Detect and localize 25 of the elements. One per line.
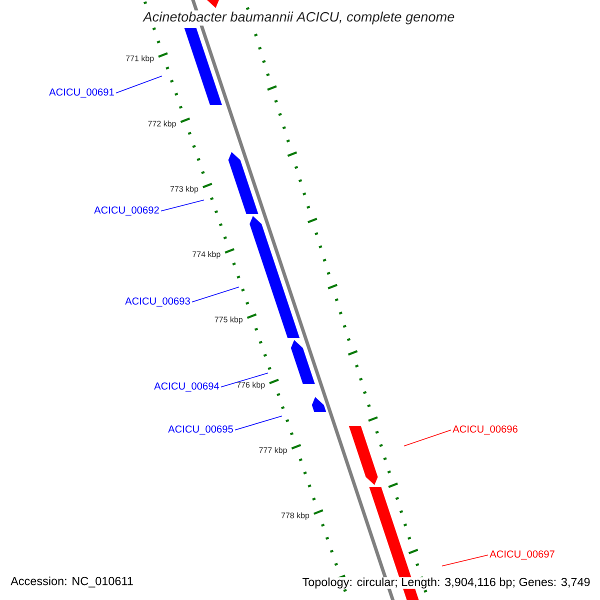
leader-line <box>442 554 488 566</box>
scale-label: 771 kbp <box>126 55 154 63</box>
leader-line <box>234 416 282 430</box>
leader-line <box>116 76 162 94</box>
gene-label: ACICU_00693 <box>125 297 190 307</box>
scale-label: 772 kbp <box>148 120 176 128</box>
leader-line <box>192 286 240 302</box>
accession-text: Accession: NC_010611 <box>10 576 133 588</box>
title: Acinetobacter baumannii ACICU, complete genome <box>142 10 456 26</box>
scale-label: 774 kbp <box>192 251 220 259</box>
gene-label: ACICU_00697 <box>490 550 554 560</box>
scale-label: 777 kbp <box>259 447 287 455</box>
leader-line <box>404 430 452 446</box>
leader-line <box>160 200 204 212</box>
leader-line <box>220 372 268 388</box>
scale-label: 773 kbp <box>170 186 198 194</box>
gene-label: ACICU_00691 <box>49 88 114 98</box>
gene-label: ACICU_00692 <box>94 206 159 216</box>
scale-label: 776 kbp <box>237 382 265 390</box>
gene-label: ACICU_00696 <box>452 425 518 435</box>
gene-label: ACICU_00695 <box>168 425 233 435</box>
scale-label: 775 kbp <box>214 316 243 324</box>
genome-info-text: Topology: circular; Length: 3,904,116 bp; Genes: 3,749 <box>302 577 591 589</box>
scale-label: 778 kbp <box>281 512 310 520</box>
gene-label: ACICU_00694 <box>154 382 220 392</box>
